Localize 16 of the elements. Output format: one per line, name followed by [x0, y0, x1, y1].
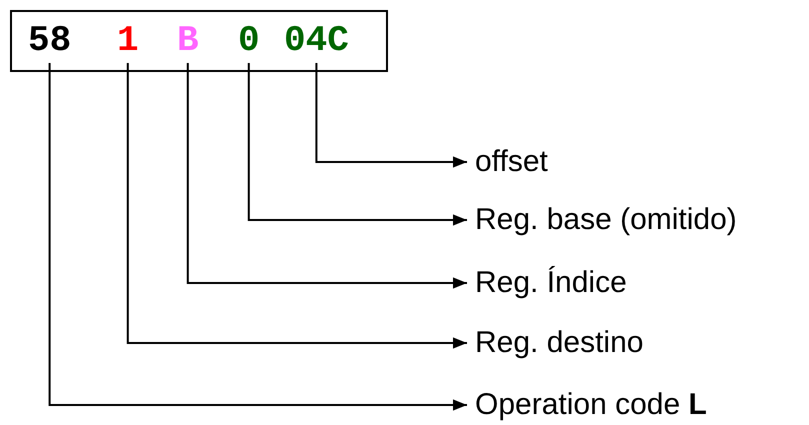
leader-arrow: [315, 63, 467, 168]
field-label: Reg. destino: [475, 326, 644, 360]
leader-arrow: [186, 63, 467, 289]
leader-arrow: [126, 63, 467, 349]
field-label: Operation code L: [475, 388, 707, 422]
hex-field: B: [177, 21, 199, 61]
hex-field: 58: [28, 21, 72, 61]
hex-field: 04C: [284, 21, 349, 61]
field-label: Reg. base (omitido): [475, 203, 737, 237]
instruction-box: [10, 10, 388, 72]
field-label: Reg. Índice: [475, 266, 627, 300]
hex-field: 0: [238, 21, 260, 61]
field-label: offset: [475, 145, 548, 179]
leader-arrow: [48, 63, 467, 411]
hex-field: 1: [117, 21, 139, 61]
leader-arrow: [248, 63, 467, 226]
